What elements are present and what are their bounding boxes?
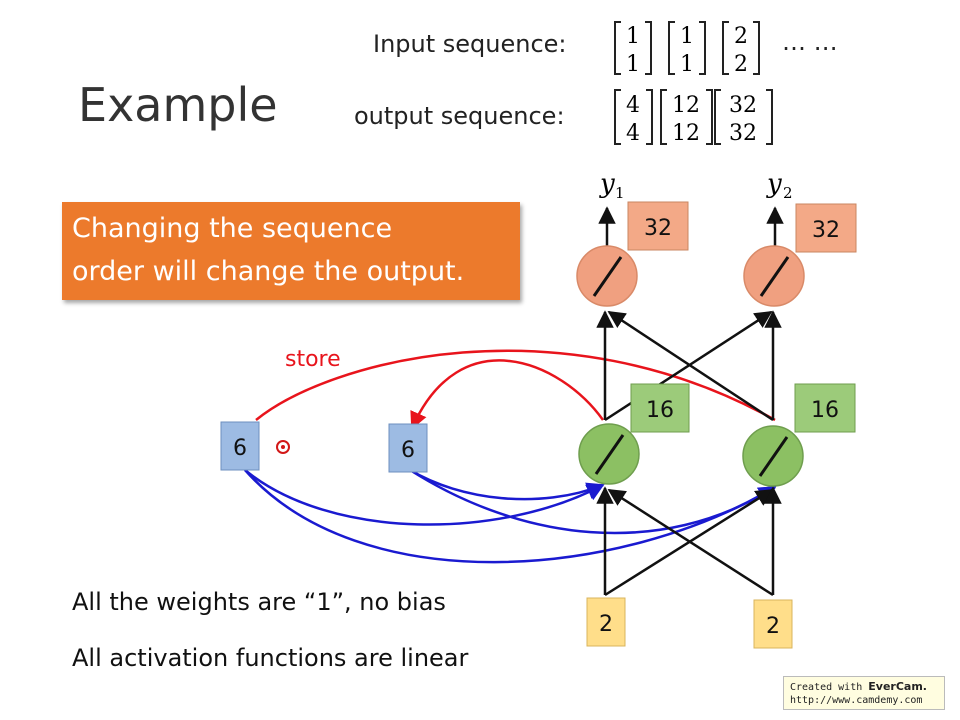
output-vector-2: 12 12	[660, 89, 713, 146]
input-ellipsis: … …	[782, 28, 838, 56]
output-value-box-2: 32	[795, 203, 857, 253]
callout-line-1: Changing the sequence	[72, 213, 393, 244]
note-activation: All activation functions are linear	[72, 644, 469, 672]
hidden-neuron-2	[742, 425, 804, 487]
output-vector-3: 32 32	[714, 89, 773, 146]
input-vector-3-bottom: 2	[734, 52, 748, 77]
x2-to-h1	[607, 488, 774, 597]
output-vector-3-top: 32	[729, 93, 757, 118]
memory-box-2: 6	[388, 423, 428, 473]
input-vector-1-top: 1	[626, 24, 640, 49]
memory2-to-hidden1	[409, 468, 605, 501]
output-value-2: 32	[812, 218, 840, 243]
cursor-indicator-icon	[276, 440, 290, 454]
input-vector-3: 2 2	[722, 21, 760, 77]
memory-box-1: 6	[220, 421, 260, 471]
hidden-value-2: 16	[811, 398, 839, 423]
memory2-to-hidden2	[409, 468, 777, 535]
input-vector-2-top: 1	[680, 24, 694, 49]
store-arrows	[255, 349, 776, 430]
input-vector-1: 1 1	[614, 21, 652, 77]
output-neuron-2	[743, 245, 805, 307]
store-arrow-2	[410, 359, 605, 430]
input-vector-2-bottom: 1	[680, 52, 694, 77]
watermark-prefix: Created with	[790, 682, 863, 693]
callout-box: Changing the sequence order will change …	[62, 202, 520, 300]
memory-value-1: 6	[233, 436, 247, 461]
input-vector-3-top: 2	[734, 24, 748, 49]
input-box-2: 2	[753, 599, 793, 649]
slide-title: Example	[78, 78, 278, 132]
watermark-brand: EverCam.	[868, 680, 927, 693]
h2-to-o1	[607, 310, 774, 422]
input-value-1: 2	[599, 612, 613, 637]
input-vectors: 1 1 1 1 2 2	[614, 21, 760, 77]
hidden-value-1: 16	[646, 398, 674, 423]
input-sequence-label: Input sequence:	[373, 30, 567, 58]
input-box-1: 2	[586, 597, 626, 647]
input-value-2: 2	[766, 614, 780, 639]
output-vector-1-top: 4	[626, 93, 640, 118]
output-vector-2-top: 12	[672, 93, 700, 118]
output-vector-3-bottom: 32	[729, 121, 757, 146]
memory-arrows	[244, 468, 777, 564]
memory1-to-hidden2	[244, 469, 777, 564]
input-vector-1-bottom: 1	[626, 52, 640, 77]
note-weights: All the weights are “1”, no bias	[72, 588, 446, 616]
store-label: store	[285, 347, 341, 372]
output-neuron-1	[576, 245, 638, 307]
input-to-hidden-arrows	[596, 486, 782, 597]
y-labels: y 1 y 2	[599, 169, 793, 202]
hidden-value-box-1: 16	[630, 383, 690, 433]
x1-to-h2	[604, 488, 774, 597]
callout-line-2: order will change the output.	[72, 256, 465, 287]
input-vector-2: 1 1	[668, 21, 706, 77]
evercam-watermark: Created with EverCam. http://www.camdemy…	[783, 676, 945, 710]
output-vectors: 4 4 12 12 32 32	[614, 89, 773, 146]
output-value-1: 32	[644, 216, 672, 241]
output-vector-2-bottom: 12	[672, 121, 700, 146]
y2-subscript: 2	[783, 184, 793, 202]
y1-label: y	[599, 169, 615, 199]
store-arrow-1	[255, 349, 776, 422]
output-sequence-label: output sequence:	[354, 102, 565, 130]
output-value-box-1: 32	[627, 201, 689, 251]
output-vector-1: 4 4	[614, 89, 653, 146]
hidden-neuron-1	[578, 423, 640, 485]
watermark-url: http://www.camdemy.com	[790, 695, 923, 706]
output-up-arrows	[598, 206, 784, 246]
hidden-value-box-2: 16	[794, 383, 856, 433]
memory-value-2: 6	[401, 438, 415, 463]
memory1-to-hidden1	[244, 469, 605, 526]
y2-label: y	[766, 169, 782, 199]
y1-subscript: 1	[615, 184, 625, 202]
output-vector-1-bottom: 4	[626, 121, 640, 146]
